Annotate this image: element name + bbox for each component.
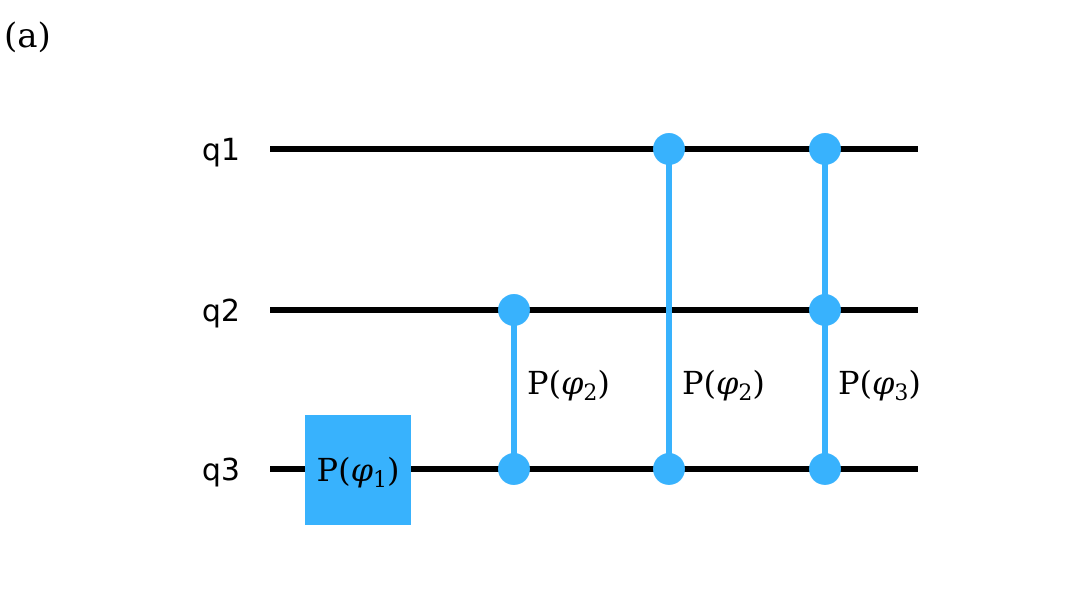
gate-label: P(φ3)	[838, 364, 921, 406]
panel-label: (a)	[4, 16, 51, 56]
gate-cp-phi2-a: P(φ2)	[498, 294, 610, 485]
gate-box	[305, 415, 411, 525]
control-dot-q3	[809, 453, 841, 485]
control-dot-q2	[809, 294, 841, 326]
gate-cp-phi2-b: P(φ2)	[653, 133, 765, 485]
gate-label: P(φ2)	[682, 364, 765, 406]
gate-label: P(φ1)	[317, 451, 400, 493]
qubit-label-q3: q3	[202, 453, 240, 488]
qubit-label-q2: q2	[202, 294, 240, 329]
qubit-label-q1: q1	[202, 133, 240, 168]
control-dot-q1	[653, 133, 685, 165]
gate-ccp-phi3: P(φ3)	[809, 133, 921, 485]
gate-p-phi1: P(φ1)	[305, 415, 411, 525]
control-dot-q2	[498, 294, 530, 326]
control-dot-q1	[809, 133, 841, 165]
qubit-labels: q1 q2 q3	[202, 133, 240, 488]
control-dot-q3	[498, 453, 530, 485]
control-dot-q3	[653, 453, 685, 485]
gate-label: P(φ2)	[527, 364, 610, 406]
